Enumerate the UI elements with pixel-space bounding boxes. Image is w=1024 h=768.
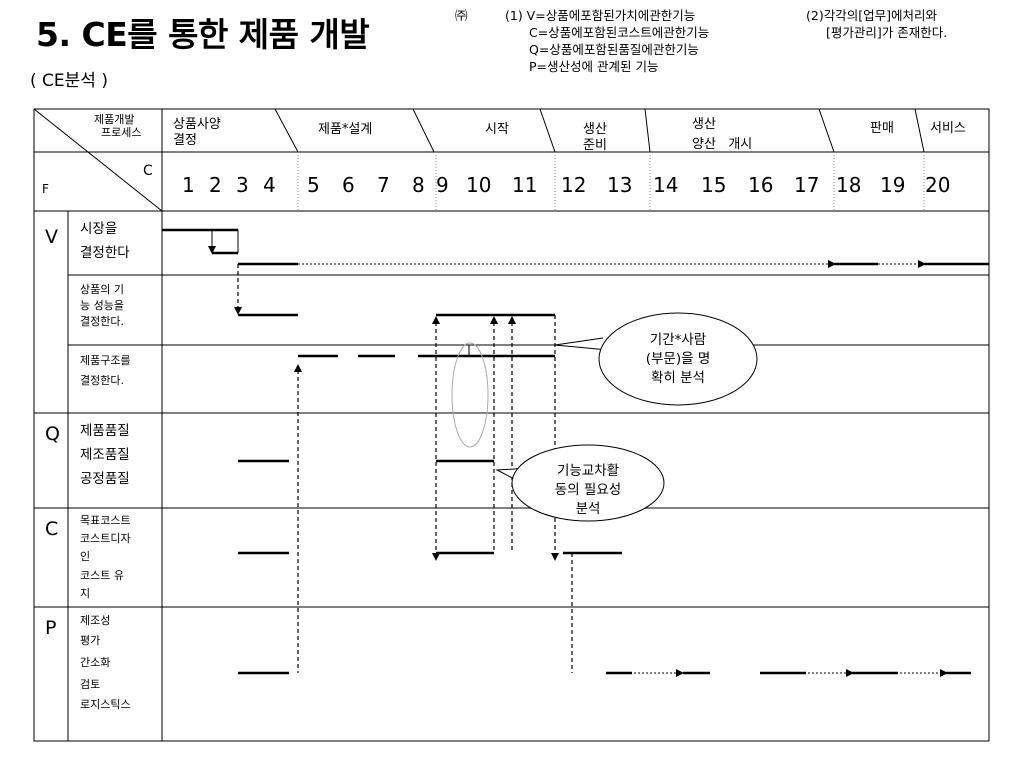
row-v2-label-2: 능 성능을 xyxy=(80,299,124,312)
step-16: 16 xyxy=(748,173,774,197)
row-v-label-2: 결정한다 xyxy=(80,245,130,261)
row-letter-p: P xyxy=(45,617,57,639)
phase-design: 제품*설계 xyxy=(318,122,373,137)
step-8: 8 xyxy=(412,173,425,197)
table-border xyxy=(33,108,990,742)
note-line-q: Q=상품에포함된품질에관한기능 xyxy=(529,42,699,57)
note-right-2: [평가관리]가 존재한다. xyxy=(826,25,948,40)
row-c-label-4: 코스트 유 xyxy=(80,569,124,582)
step-3: 3 xyxy=(236,173,249,197)
row-c-label-1: 목표코스트 xyxy=(80,514,131,527)
step-17: 17 xyxy=(794,173,820,197)
callout-bubble-2 xyxy=(511,444,665,522)
phase-prototype: 시작 xyxy=(485,122,509,137)
note-right-1: (2)각각의[업무]에처리와 xyxy=(806,8,937,23)
phase-production-2: 양산 개시 xyxy=(692,137,753,152)
note-mark: ㈜ xyxy=(455,8,468,23)
step-13: 13 xyxy=(607,173,633,197)
step-2: 2 xyxy=(209,173,222,197)
step-15: 15 xyxy=(701,173,727,197)
step-14: 14 xyxy=(653,173,679,197)
step-19: 19 xyxy=(880,173,906,197)
page-subtitle: ( CE분석 ) xyxy=(30,71,108,91)
step-10: 10 xyxy=(466,173,492,197)
step-9: 9 xyxy=(436,173,449,197)
callout-2-line-1: 기능교차활 xyxy=(556,463,620,479)
row-c-label-3: 인 xyxy=(80,550,91,563)
step-1: 1 xyxy=(182,173,195,197)
callout-1-line-1: 기간*사람 xyxy=(649,332,707,348)
note-line-c: C=상품에포함된코스트에관한기능 xyxy=(529,25,710,40)
row-letter-c: C xyxy=(45,518,59,540)
phase-prep-2: 준비 xyxy=(583,138,607,153)
row-c-label-5: 지 xyxy=(80,587,91,600)
row-letter-v: V xyxy=(45,226,58,248)
callout-1-line-3: 확히 분석 xyxy=(651,370,705,386)
callout-bubble-1 xyxy=(598,312,758,406)
phase-sales: 판매 xyxy=(870,121,894,136)
corner-f-label: F xyxy=(42,182,49,196)
row-c-label-2: 코스트디자 xyxy=(80,532,131,545)
page-title: 5. CE를 통한 제품 개발 xyxy=(36,15,370,54)
row-v3-label-2: 결정한다. xyxy=(80,374,124,387)
corner-process-label-2: 프로세스 xyxy=(101,126,142,139)
highlight-ellipse xyxy=(451,342,489,448)
corner-process-label-1: 제품개발 xyxy=(94,113,135,126)
row-p-label-5: 로지스틱스 xyxy=(80,698,131,711)
row-p-label-2: 평가 xyxy=(80,634,101,647)
row-v-label-1: 시장을 xyxy=(80,221,118,237)
corner-c-label: C xyxy=(143,163,153,179)
step-5: 5 xyxy=(307,173,320,197)
callout-2-line-3: 분석 xyxy=(575,501,601,517)
step-6: 6 xyxy=(342,173,355,197)
row-v3-label-1: 제품구조를 xyxy=(80,354,131,367)
row-p-label-3: 간소화 xyxy=(80,656,111,669)
step-12: 12 xyxy=(561,173,587,197)
phase-spec-1: 상품사양 xyxy=(173,117,221,132)
row-p-label-4: 검토 xyxy=(80,678,101,691)
row-q-label-2: 제조품질 xyxy=(80,447,130,463)
phase-prep-1: 생산 xyxy=(583,122,607,137)
row-q-label-3: 공정품질 xyxy=(80,471,130,487)
step-18: 18 xyxy=(836,173,862,197)
callout-1-line-2: (부문)을 명 xyxy=(645,351,711,367)
phase-production-1: 생산 xyxy=(692,117,716,132)
step-7: 7 xyxy=(377,173,390,197)
step-11: 11 xyxy=(512,173,538,197)
row-q-label-1: 제품품질 xyxy=(80,423,130,439)
note-line-p: P=생산성에 관계된 기능 xyxy=(529,59,659,74)
callout-2-line-2: 동의 필요성 xyxy=(554,482,622,498)
step-20: 20 xyxy=(925,173,951,197)
step-4: 4 xyxy=(263,173,276,197)
row-v2-label-3: 결정한다. xyxy=(80,315,124,328)
row-letter-q: Q xyxy=(45,423,60,445)
phase-spec-2: 결정 xyxy=(173,133,197,148)
row-p-label-1: 제조성 xyxy=(80,614,111,627)
note-line-v: (1) V=상품에포함된가치에관한기능 xyxy=(505,8,696,23)
phase-service: 서비스 xyxy=(930,121,966,136)
row-v2-label-1: 상품의 기 xyxy=(80,283,124,296)
